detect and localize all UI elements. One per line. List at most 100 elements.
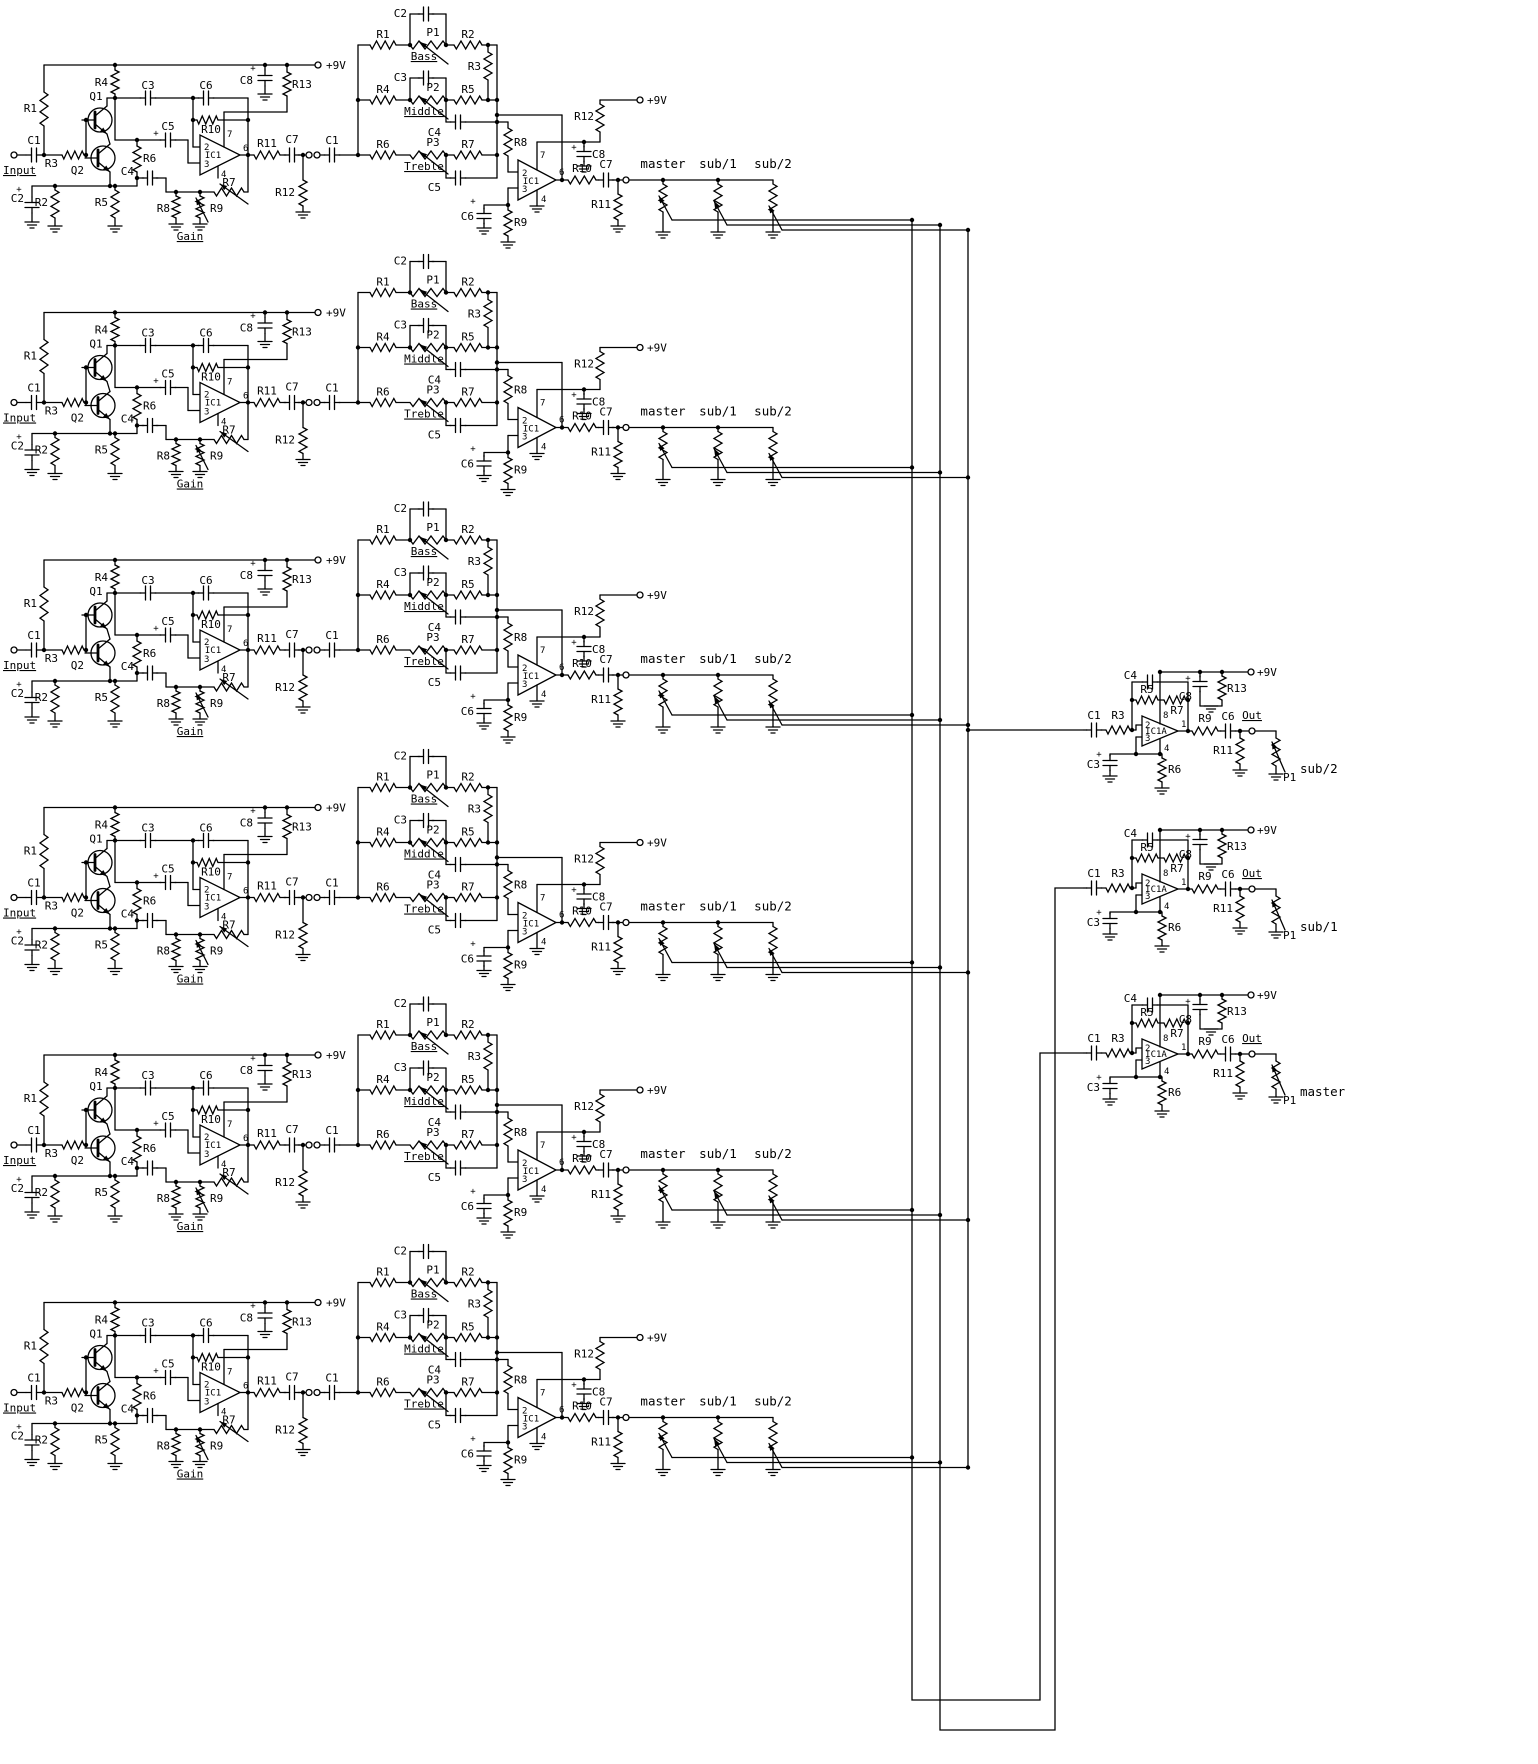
junction-dot [83,400,89,405]
wiper-arrowhead [714,943,720,951]
transistor-collector [97,390,111,403]
supply-label: +9V [647,1084,667,1097]
label: R5 [1140,841,1153,854]
label: C6 [199,574,212,587]
label: R5 [95,444,108,457]
junction-dot [485,1087,491,1093]
label: R5 [461,331,474,344]
label: C3 [141,79,154,92]
resistor [170,1432,182,1457]
wiper-arrowhead [714,1438,720,1446]
junction-dot [107,1421,113,1426]
resistor [196,609,219,621]
label: R6 [143,152,156,165]
label: C7 [599,406,612,419]
polarity-plus: + [1185,832,1191,842]
terminal [1248,727,1256,735]
label: R5 [95,196,108,209]
pin-label: 1 [1181,720,1186,730]
resistor [1163,852,1187,864]
supply-label: +9V [647,1332,667,1345]
terminal [314,1051,322,1059]
label: R3 [45,1147,58,1160]
wiper-arrowhead [420,1142,428,1149]
opamp-label: IC1 [205,399,221,409]
label: C2 [11,687,24,700]
label: R3 [1111,867,1124,880]
pin-label: 3 [522,1175,527,1185]
resistor [657,183,669,213]
label: C6 [199,1069,212,1082]
pin-label: 3 [204,1150,209,1160]
label: C8 [592,891,605,904]
label: C3 [394,319,407,332]
band-label: Bass [411,793,438,806]
label: R6 [143,1142,156,1155]
wiper-arrowhead [420,1279,428,1286]
label: P3 [426,136,439,149]
supply-label: +9V [647,94,667,107]
opamp-label: IC1 [523,920,539,930]
resistor [453,534,483,546]
label: R9 [210,1440,223,1453]
junction-dot [1133,751,1139,757]
pin-label: 3 [1145,734,1150,744]
label: C3 [394,566,407,579]
label: C7 [285,133,298,146]
terminal [622,1413,630,1422]
label: C6 [1221,710,1234,723]
label: C6 [461,210,474,223]
resistor [253,149,281,161]
label: C7 [599,653,612,666]
label: P2 [426,824,439,837]
polarity-plus: + [16,1423,22,1433]
pin-label: 3 [1145,1057,1150,1067]
label: R13 [292,573,312,586]
label: R11 [1213,1067,1233,1080]
junction-dot [1133,909,1139,915]
send-label: sub/1 [699,899,737,914]
pin-label: 3 [522,1423,527,1433]
label: R3 [45,1395,58,1408]
resistor [281,566,293,592]
label: R9 [210,697,223,710]
resistor [567,1412,597,1423]
polarity-plus: + [571,1133,577,1143]
resistor [253,397,281,408]
mixer-output-label: sub/1 [1300,919,1338,934]
resistor [38,91,50,127]
junction-dot [83,647,89,653]
resistor [409,782,447,793]
junction-dot [83,117,89,123]
label: C5 [161,120,174,133]
resistor [297,179,309,207]
label: R12 [275,1424,295,1437]
pin-label: 4 [221,1408,226,1418]
polarity-plus: + [16,928,22,938]
junction-dot [107,1173,113,1179]
label: R3 [468,308,481,321]
wiper-arrowhead [220,926,228,933]
resistor [196,1104,219,1116]
label: C1 [1087,1032,1100,1045]
wiper-arrowhead [196,1188,202,1196]
pin-label: 2 [522,664,527,674]
terminal [1247,991,1255,999]
resistor [213,434,245,445]
label: C4 [428,1364,442,1377]
polarity-plus: + [470,692,476,702]
pin-label: 6 [243,1134,248,1144]
supply-label: +9V [326,307,346,320]
opamp [199,381,242,424]
wiper-arrowhead [220,1174,228,1181]
label: R5 [461,1073,474,1086]
junction-dot [83,612,89,618]
gain-label: Gain [177,725,204,738]
label: C5 [161,368,174,381]
resistor [409,342,447,353]
label: R7 [1170,1027,1183,1040]
wiper-arrowhead [196,445,202,453]
wiper-arrowhead [102,413,110,420]
